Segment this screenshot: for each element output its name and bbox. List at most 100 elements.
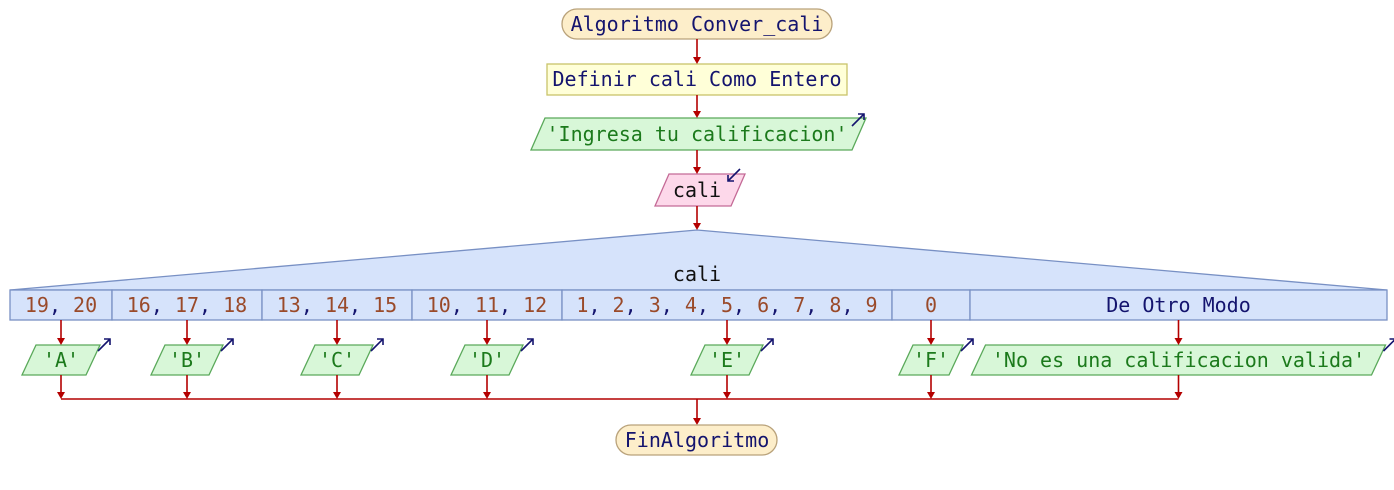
input-node: cali (654, 168, 746, 207)
case-output-node: 'E' (689, 338, 774, 376)
case-values-label: 19, 20 (25, 293, 97, 317)
case-value-separator: , (301, 293, 325, 317)
default-output-node: 'No es una calificacion valida' (970, 338, 1394, 376)
case-value: 3 (649, 293, 661, 317)
case-outputs: 'A' 'B' 'C' 'D' 'E' 'F' 'No es una calificacio… (20, 338, 1394, 376)
case-value-separator: , (499, 293, 523, 317)
start-node: Algoritmo Conver_cali (561, 8, 833, 40)
case-cell-default: De Otro Modo (969, 289, 1388, 321)
case-value: 6 (757, 293, 769, 317)
case-output-node: 'F' (897, 338, 974, 376)
output-arrow-icon (370, 338, 384, 352)
connectors (57, 39, 1183, 425)
output-arrow-icon (520, 338, 534, 352)
case-value-separator: , (588, 293, 612, 317)
output-prompt-shape (530, 117, 867, 151)
start-node-label: Algoritmo Conver_cali (571, 12, 824, 36)
case-value-separator: , (697, 293, 721, 317)
output-arrow-icon (851, 113, 865, 127)
case-values-label: 0 (925, 293, 937, 317)
output-shape (149, 344, 225, 376)
case-value: 13 (277, 293, 301, 317)
switch-variable-label: cali (673, 262, 721, 286)
case-value: 20 (73, 293, 97, 317)
case-value-separator: , (625, 293, 649, 317)
case-value: 9 (866, 293, 878, 317)
case-cell-shape (411, 289, 563, 321)
connector-arrowhead (693, 111, 701, 118)
connector-arrowhead (927, 392, 935, 399)
connector-arrowhead (483, 392, 491, 399)
output-arrow-icon (220, 338, 234, 352)
output-label: 'D' (469, 348, 505, 372)
case-output-node: 'B' (149, 338, 234, 376)
case-value: 2 (613, 293, 625, 317)
case-value: 10 (427, 293, 451, 317)
case-value: 0 (925, 293, 937, 317)
output-label: 'E' (709, 348, 745, 372)
output-label: 'F' (913, 348, 949, 372)
case-value: 14 (325, 293, 349, 317)
define-node-shape (546, 63, 848, 96)
case-cell-shape (261, 289, 413, 321)
case-value: 18 (223, 293, 247, 317)
output-label: 'No es una calificacion valida' (992, 348, 1365, 372)
connector-arrowhead (1174, 338, 1183, 345)
case-value-separator: , (49, 293, 73, 317)
connector-arrowhead (483, 338, 491, 345)
case-value: 16 (127, 293, 151, 317)
output-arrow-icon (97, 338, 111, 352)
end-node-shape (615, 424, 778, 456)
case-cell: 1, 2, 3, 4, 5, 6, 7, 8, 9 (561, 289, 893, 321)
connector-arrowhead (723, 338, 731, 345)
case-cell: 13, 14, 15 (261, 289, 413, 321)
case-cell-shape (561, 289, 893, 321)
case-value-separator: , (769, 293, 793, 317)
output-shape (897, 344, 965, 376)
connector-arrowhead (693, 167, 701, 174)
output-prompt-label: 'Ingresa tu calificacion' (546, 122, 847, 146)
case-value: 1 (576, 293, 588, 317)
case-cell: 19, 20 (9, 289, 113, 321)
case-value: 5 (721, 293, 733, 317)
connector-arrowhead (1174, 392, 1183, 399)
connector-arrowhead (183, 392, 191, 399)
output-shape (689, 344, 765, 376)
case-value: 12 (523, 293, 547, 317)
connector-arrowhead (693, 57, 701, 64)
case-value: 4 (685, 293, 697, 317)
case-value: 8 (829, 293, 841, 317)
connector-arrowhead (57, 392, 65, 399)
case-cell: 10, 11, 12 (411, 289, 563, 321)
output-arrow-icon (760, 338, 774, 352)
switch-node: cali (9, 229, 1388, 291)
connector-arrowhead (57, 338, 65, 345)
connector-arrowhead (183, 338, 191, 345)
case-value: 7 (793, 293, 805, 317)
case-value: 19 (25, 293, 49, 317)
connector-arrowhead (333, 392, 341, 399)
case-value: 15 (373, 293, 397, 317)
default-case-label: De Otro Modo (1106, 293, 1251, 317)
connector-arrowhead (693, 418, 701, 425)
case-values-label: 16, 17, 18 (127, 293, 247, 317)
case-value: 11 (475, 293, 499, 317)
case-value-separator: , (349, 293, 373, 317)
output-shape (970, 344, 1387, 376)
case-value-separator: , (451, 293, 475, 317)
output-shape (449, 344, 525, 376)
end-node-label: FinAlgoritmo (625, 428, 770, 452)
end-node: FinAlgoritmo (615, 424, 778, 456)
case-output-node: 'C' (299, 338, 384, 376)
case-output-node: 'D' (449, 338, 534, 376)
case-value-separator: , (805, 293, 829, 317)
output-prompt-node: 'Ingresa tu calificacion' (530, 113, 867, 151)
case-value: 17 (175, 293, 199, 317)
case-cell-shape (969, 289, 1388, 321)
case-values-label: 1, 2, 3, 4, 5, 6, 7, 8, 9 (576, 293, 877, 317)
output-label: 'B' (169, 348, 205, 372)
output-label: 'A' (43, 348, 79, 372)
output-shape (299, 344, 375, 376)
